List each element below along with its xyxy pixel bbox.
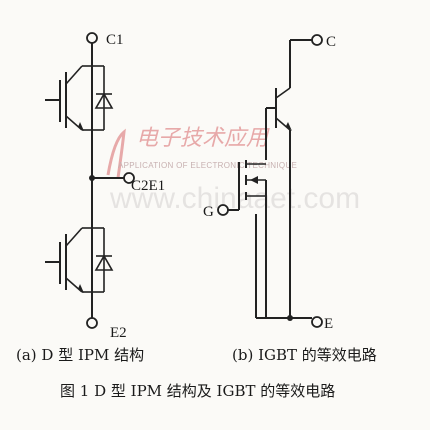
label-c1: C1 <box>106 32 124 48</box>
watermark: www.chinaaet.com 电子技术应用 APPLICATION OF E… <box>106 126 360 215</box>
upper-igbt-symbol <box>45 65 114 131</box>
watermark-english: APPLICATION OF ELECTRONIC TECHNIQUE <box>118 161 297 170</box>
lower-igbt-symbol <box>45 227 114 293</box>
terminal-g <box>217 204 229 216</box>
left-circuit: C1 C2E1 E2 <box>45 32 165 341</box>
label-c: C <box>326 34 336 50</box>
label-e2: E2 <box>110 325 127 341</box>
label-g: G <box>203 204 214 220</box>
caption-b: (b) IGBT 的等效电路 <box>232 346 377 364</box>
mosfet-symbol <box>238 160 267 318</box>
figure-caption: 图 1 D 型 IPM 结构及 IGBT 的等效电路 <box>60 382 335 400</box>
label-c2e1: C2E1 <box>131 178 165 194</box>
watermark-chinese: 电子技术应用 <box>136 126 270 151</box>
right-circuit: C G <box>203 34 336 332</box>
terminal-e <box>311 316 323 328</box>
terminal-c1 <box>86 32 98 44</box>
caption-a: (a) D 型 IPM 结构 <box>16 346 144 364</box>
terminal-e2 <box>86 317 98 329</box>
label-e: E <box>324 316 333 332</box>
mid-junction-dot <box>89 175 95 181</box>
watermark-logo-icon <box>106 128 126 179</box>
terminal-c2e1 <box>123 172 135 184</box>
terminal-c <box>311 34 323 46</box>
emitter-junction-dot <box>287 315 293 321</box>
